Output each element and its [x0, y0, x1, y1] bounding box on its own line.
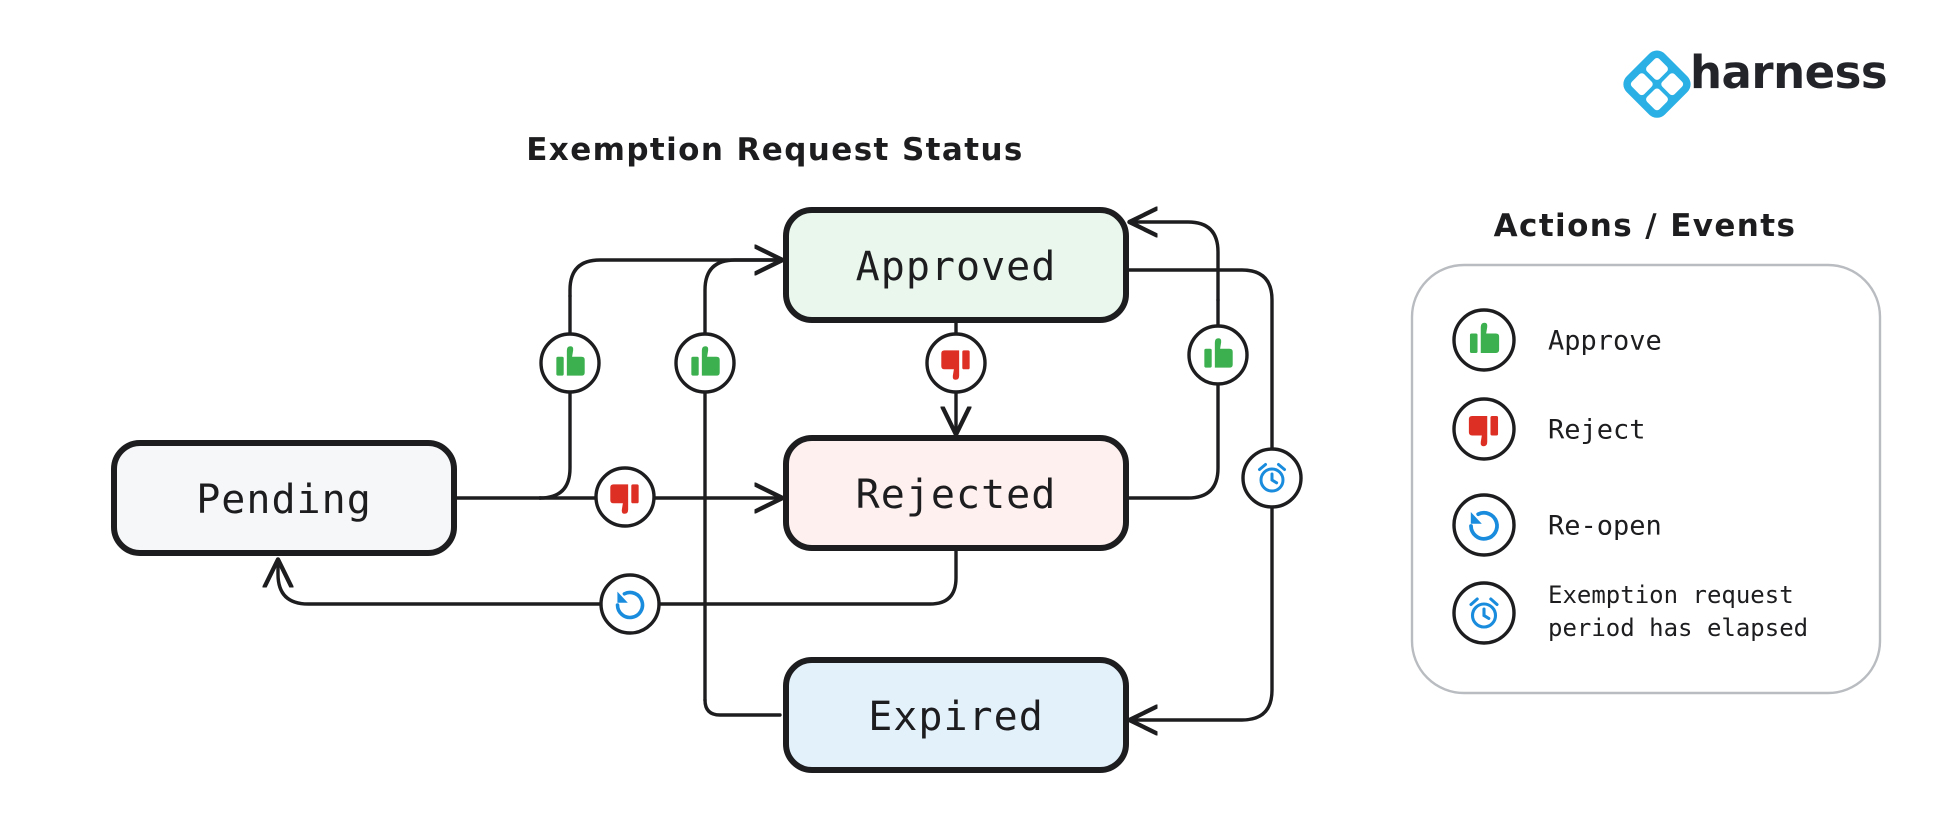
alarm-clock-icon [1258, 463, 1286, 493]
edge-reopen-to-pending [278, 562, 602, 606]
state-approved[interactable]: Approved [783, 207, 1129, 323]
state-pending-label: Pending [196, 477, 372, 523]
reopen-icon [615, 590, 645, 620]
edge-expired-to-approved [703, 698, 782, 717]
legend-title: Actions / Events [1494, 208, 1797, 244]
edge-approved-to-expired-tail [1132, 502, 1274, 720]
badge-approve-rejected[interactable] [1187, 324, 1249, 386]
state-expired-label: Expired [868, 694, 1044, 740]
legend-item-reopen[interactable]: Re-open [1452, 493, 1662, 557]
badge-reject-pending[interactable] [594, 466, 656, 528]
alarm-clock-icon [1469, 597, 1499, 629]
badge-elapsed[interactable] [1241, 447, 1303, 509]
state-pending[interactable]: Pending [111, 440, 457, 556]
legend-item-approve-label: Approve [1548, 326, 1662, 357]
thumbs-up-icon [1469, 322, 1500, 353]
thumbs-down-icon [1468, 416, 1499, 447]
edge-rejected-to-approved [1124, 298, 1220, 500]
legend-item-reject[interactable]: Reject [1452, 397, 1646, 461]
thumbs-down-icon [610, 484, 639, 514]
diagram-title: Exemption Request Status [526, 132, 1024, 168]
legend-item-elapsed-label-line1: Exemption request [1548, 581, 1794, 609]
legend-item-elapsed[interactable]: Exemption request period has elapsed [1452, 581, 1808, 645]
harness-diamond-logo-icon [1623, 50, 1691, 118]
edge-pending-to-approved [538, 294, 572, 500]
harness-logo: harness [1623, 46, 1888, 118]
legend-item-reopen-label: Re-open [1548, 511, 1662, 542]
edge-rejected-to-approved-head [1132, 222, 1220, 302]
badge-approve-expired[interactable] [674, 332, 736, 394]
edge-approved-to-expired [1124, 268, 1274, 454]
reopen-icon [1469, 510, 1499, 541]
legend-panel: Approve Reject Re-open [1410, 263, 1882, 695]
edge-expired-to-approved-riser [703, 258, 782, 702]
edge-rejected-to-pending-reopen [658, 546, 958, 606]
state-rejected-label: Rejected [856, 472, 1057, 518]
legend-item-elapsed-label-line2: period has elapsed [1548, 614, 1808, 642]
brand-name: harness [1690, 46, 1887, 99]
thumbs-up-icon [1204, 338, 1233, 368]
badge-reopen[interactable] [599, 573, 661, 635]
state-approved-label: Approved [856, 244, 1057, 290]
thumbs-down-icon [941, 350, 970, 380]
thumbs-up-icon [556, 346, 585, 376]
legend-item-approve[interactable]: Approve [1452, 308, 1662, 372]
badge-approve-pending[interactable] [539, 332, 601, 394]
badge-reject-approved[interactable] [925, 332, 987, 394]
legend-item-reject-label: Reject [1548, 415, 1646, 446]
edge-pending-to-approved-top [568, 260, 780, 298]
thumbs-up-icon [691, 346, 720, 376]
state-rejected[interactable]: Rejected [783, 435, 1129, 551]
state-expired[interactable]: Expired [783, 657, 1129, 773]
